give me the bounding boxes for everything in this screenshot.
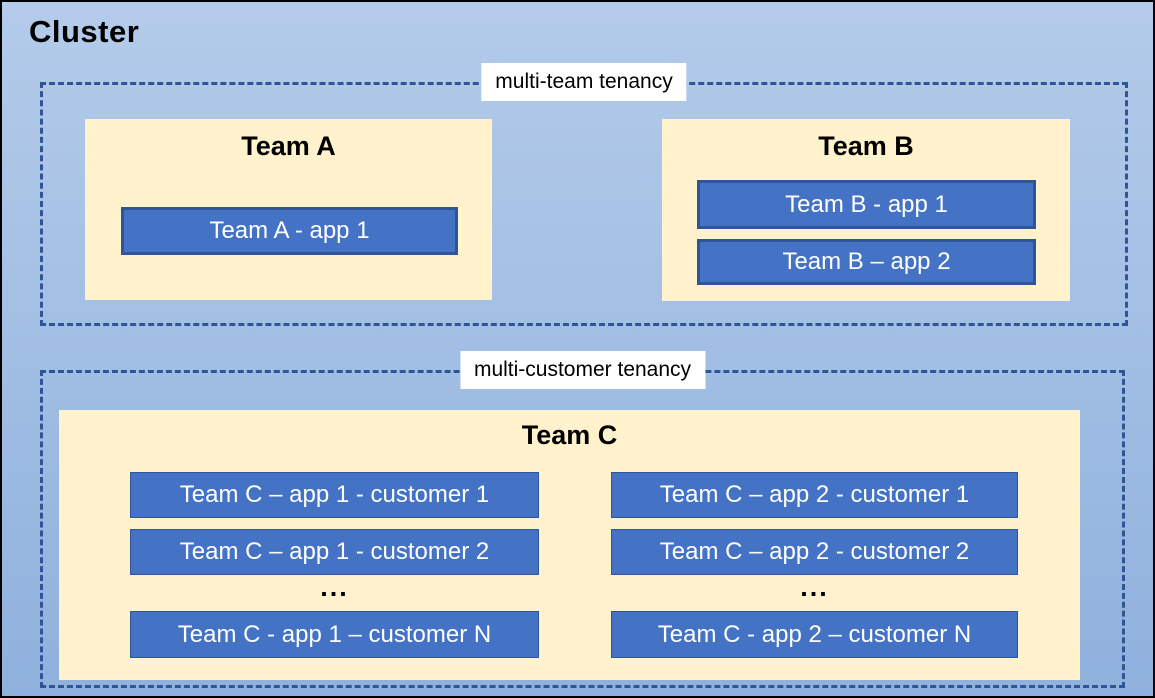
team-c-app1-customer1-box: Team C – app 1 - customer 1 xyxy=(130,472,539,518)
cluster-title: Cluster xyxy=(29,14,140,49)
team-c-app2-ellipsis: ... xyxy=(800,572,829,602)
team-a-box: Team A Team A - app 1 xyxy=(85,119,492,300)
team-a-app-1-box: Team A - app 1 xyxy=(121,207,458,255)
team-c-app1-customerN-box: Team C - app 1 – customer N xyxy=(130,611,539,658)
team-c-app2-column: Team C – app 2 - customer 1 Team C – app… xyxy=(611,472,1018,658)
team-b-app-2-box: Team B – app 2 xyxy=(697,239,1036,285)
team-c-box: Team C Team C – app 1 - customer 1 Team … xyxy=(59,410,1080,680)
team-c-app2-customer1-box: Team C – app 2 - customer 1 xyxy=(611,472,1018,518)
team-c-app1-customer2-box: Team C – app 1 - customer 2 xyxy=(130,529,539,575)
team-a-title: Team A xyxy=(241,131,336,161)
team-b-app-1-box: Team B - app 1 xyxy=(697,180,1036,229)
team-c-title: Team C xyxy=(521,420,618,450)
team-c-app2-customer2-box: Team C – app 2 - customer 2 xyxy=(611,529,1018,575)
multi-customer-tenancy-label: multi-customer tenancy xyxy=(459,351,706,389)
multi-customer-tenancy-group: multi-customer tenancy Team C Team C – a… xyxy=(40,351,1125,688)
multi-team-tenancy-group: multi-team tenancy Team A Team A - app 1… xyxy=(40,63,1128,326)
team-c-app2-customerN-box: Team C - app 2 – customer N xyxy=(611,611,1018,658)
team-b-box: Team B Team B - app 1 Team B – app 2 xyxy=(662,119,1070,301)
team-b-title: Team B xyxy=(818,131,914,161)
multi-team-tenancy-label: multi-team tenancy xyxy=(481,63,687,101)
team-c-app1-ellipsis: ... xyxy=(320,572,349,602)
team-c-app1-column: Team C – app 1 - customer 1 Team C – app… xyxy=(130,472,539,658)
